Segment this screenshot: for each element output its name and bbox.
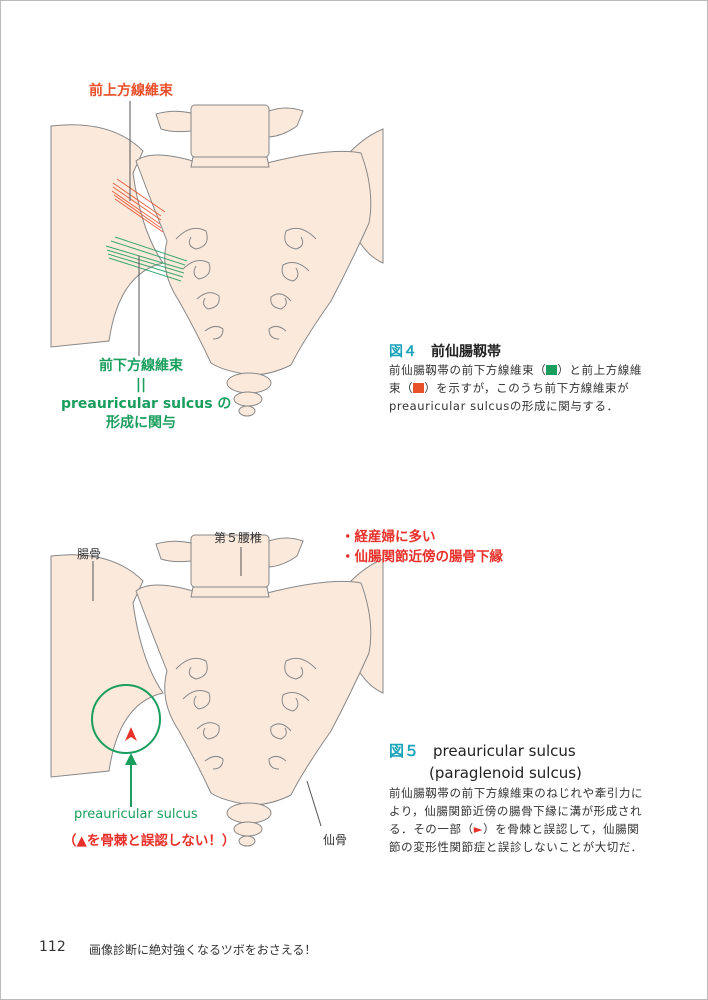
figure-number: 図４ bbox=[389, 344, 417, 360]
orange-swatch bbox=[413, 383, 425, 393]
green-swatch bbox=[546, 365, 558, 375]
red-arrowhead bbox=[125, 727, 137, 741]
upper-bundle bbox=[111, 178, 166, 233]
figure4-caption-title: 図４ 前仙腸靱帯 bbox=[389, 341, 501, 361]
caption-text: 前仙腸靱帯の前下方線維束のねじれや牽引力により，仙腸関節近傍の腸骨下縁に溝が形成… bbox=[389, 786, 644, 836]
label-line: 前下方線維束 bbox=[99, 358, 183, 374]
green-arrowhead bbox=[125, 753, 137, 765]
caption-text: 前仙腸靱帯の前下方線維束（ bbox=[389, 363, 547, 377]
label-sulcus: preauricular sulcus bbox=[74, 807, 198, 822]
caption-text: ）を示すが，このうち前下方線維束がpreauricular sulcusの形成に… bbox=[389, 381, 630, 413]
warning-label: （▲を骨棘と誤認しない！） bbox=[63, 833, 236, 849]
figure4-caption-body: 前仙腸靱帯の前下方線維束（）と前上方線維束（）を示すが，このうち前下方線維束がp… bbox=[389, 361, 644, 415]
label-sacrum: 仙骨 bbox=[323, 833, 348, 847]
bullet-item: ・経産婦に多い bbox=[341, 529, 436, 545]
label-ilium: 腸骨 bbox=[77, 547, 102, 561]
label-upper-bundle: 前上方線維束 bbox=[89, 83, 173, 99]
sulcus-highlight-circle bbox=[91, 684, 161, 754]
page-number: 112 bbox=[39, 939, 66, 955]
bullet-item: ・仙腸関節近傍の腸骨下縁 bbox=[341, 549, 503, 565]
label-fifth-lumbar: 第５腰椎 bbox=[214, 531, 263, 545]
caption-text: ）を骨棘と誤認して，仙腸関節の変形性関節症と誤診しないことが大切だ． bbox=[389, 822, 643, 854]
caption-title-text: 前仙腸靱帯 bbox=[431, 344, 501, 360]
figure-number: 図５ bbox=[389, 742, 420, 760]
label-line: 形成に関与 bbox=[106, 415, 176, 431]
label-line: preauricular sulcus の bbox=[61, 396, 232, 412]
caption-title-text: preauricular sulcus bbox=[433, 742, 576, 760]
caption-title-text: (paraglenoid sulcus) bbox=[429, 764, 582, 782]
running-title: 画像診断に絶対強くなるツボをおさえる！ bbox=[89, 943, 317, 957]
figure5-caption-title: 図５ preauricular sulcus (paraglenoid sulcu… bbox=[389, 740, 582, 784]
caption-text: ）と前上方線維束（ bbox=[389, 363, 643, 395]
lower-bundle bbox=[105, 236, 188, 282]
figure5-caption-body: 前仙腸靱帯の前下方線維束のねじれや牽引力により，仙腸関節近傍の腸骨下縁に溝が形成… bbox=[389, 784, 644, 856]
figure5-pelvis-drawing bbox=[50, 534, 384, 847]
note-bullets: ・経産婦に多い ・仙腸関節近傍の腸骨下縁 bbox=[341, 527, 503, 567]
label-line: || bbox=[135, 377, 147, 393]
label-lower-bundle: 前下方線維束 || preauricular sulcus の 形成に関与 bbox=[61, 357, 232, 433]
red-triangle-icon: ► bbox=[473, 822, 484, 836]
